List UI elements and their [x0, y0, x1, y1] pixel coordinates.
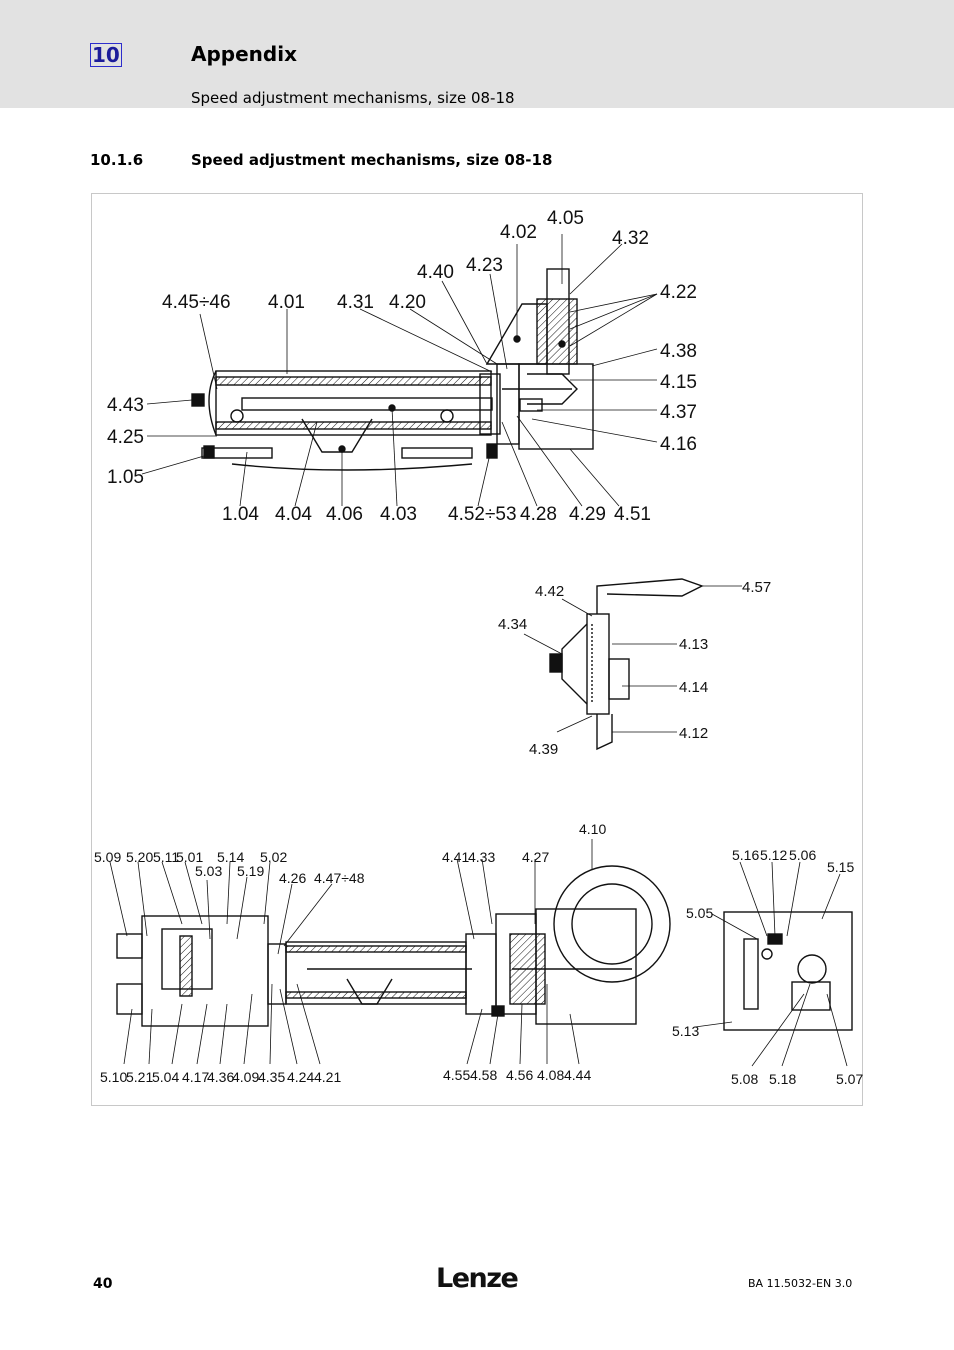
header-band	[0, 0, 954, 108]
part-label: 5.13	[672, 1023, 699, 1039]
section-number: 10.1.6	[90, 151, 144, 169]
part-label: 4.09	[232, 1069, 259, 1085]
handwheel-drawing	[549, 578, 704, 751]
part-label: 4.06	[326, 504, 363, 525]
part-label: 4.42	[535, 583, 564, 600]
part-label: 5.11	[153, 849, 179, 865]
part-label: 4.29	[569, 504, 606, 525]
part-label: 4.40	[417, 262, 454, 283]
part-label: 4.45÷46	[162, 292, 231, 313]
part-label: 4.12	[679, 725, 708, 742]
part-label: 5.08	[731, 1071, 758, 1087]
page-number: 40	[93, 1276, 113, 1292]
part-label: 5.01	[176, 849, 203, 865]
chapter-title: Appendix	[191, 42, 297, 66]
part-label: 5.03	[195, 863, 222, 879]
part-label: 4.31	[337, 292, 374, 313]
part-label: 4.28	[520, 504, 557, 525]
part-label: 4.01	[268, 292, 305, 313]
bottom-assembly-drawing	[116, 865, 853, 1031]
part-label: 4.02	[500, 222, 537, 243]
part-label: 4.41	[442, 849, 469, 865]
part-label: 4.34	[498, 616, 527, 633]
part-label: 5.16	[732, 847, 759, 863]
part-label: 4.21	[314, 1069, 341, 1085]
part-label: 5.21	[126, 1069, 153, 1085]
part-label: 4.20	[389, 292, 426, 313]
drawing-canvas: 4.05 4.02 4.32 4.23 4.40 4.22 4.45÷46 4.01 4.31 4…	[94, 208, 863, 1087]
part-label: 5.04	[152, 1069, 179, 1085]
part-label: 4.39	[529, 741, 558, 758]
part-label: 4.25	[107, 427, 144, 448]
lenze-logo: Lenze	[436, 1263, 519, 1294]
part-label: 4.04	[275, 504, 312, 525]
part-label: 4.05	[547, 208, 584, 229]
part-label: 4.56	[506, 1067, 533, 1083]
part-label: 4.22	[660, 282, 697, 303]
part-label: 5.18	[769, 1071, 796, 1087]
part-label: 4.08	[537, 1067, 564, 1083]
part-label: 5.15	[827, 859, 854, 875]
part-label: 5.20	[126, 849, 153, 865]
part-label: 4.26	[279, 870, 306, 886]
part-label: 4.37	[660, 402, 697, 423]
section-title: Speed adjustment mechanisms, size 08-18	[191, 151, 553, 169]
part-label: 4.38	[660, 341, 697, 362]
part-label: 4.58	[470, 1067, 497, 1083]
part-label: 5.05	[686, 905, 713, 921]
technical-drawing-figure: 4.05 4.02 4.32 4.23 4.40 4.22 4.45÷46 4.01 4.31 4…	[91, 193, 863, 1106]
top-leader-lines	[141, 234, 658, 507]
part-label: 4.16	[660, 434, 697, 455]
part-label: 4.57	[742, 579, 771, 596]
part-label: 4.36	[207, 1069, 234, 1085]
part-label: 4.43	[107, 395, 144, 416]
chapter-number-link[interactable]: 10	[90, 43, 122, 67]
part-label: 4.44	[564, 1067, 591, 1083]
part-label: 4.55	[443, 1067, 470, 1083]
part-label: 1.04	[222, 504, 259, 525]
part-label: 1.05	[107, 467, 144, 488]
top-assembly-drawing	[191, 268, 594, 471]
part-label: 4.15	[660, 372, 697, 393]
part-label: 4.14	[679, 679, 708, 696]
part-label: 4.32	[612, 228, 649, 249]
part-label: 4.13	[679, 636, 708, 653]
part-label: 4.47÷48	[314, 870, 365, 886]
figure-labels: 4.05 4.02 4.32 4.23 4.40 4.22 4.45÷46 4.01 4.31 4…	[94, 208, 863, 1087]
bottom-leader-lines	[109, 839, 848, 1067]
part-label: 4.23	[466, 255, 503, 276]
part-label: 4.27	[522, 849, 549, 865]
part-label: 5.07	[836, 1071, 863, 1087]
part-label: 5.09	[94, 849, 121, 865]
part-label: 4.03	[380, 504, 417, 525]
part-label: 5.02	[260, 849, 287, 865]
part-label: 5.19	[237, 863, 264, 879]
part-label: 4.35	[258, 1069, 285, 1085]
document-id: BA 11.5032-EN 3.0	[748, 1277, 853, 1290]
part-label: 5.12	[760, 847, 787, 863]
part-label: 4.10	[579, 821, 606, 837]
part-label: 5.10	[100, 1069, 127, 1085]
part-label: 4.33	[468, 849, 495, 865]
part-label: 4.17	[182, 1069, 209, 1085]
part-label: 4.51	[614, 504, 651, 525]
handwheel-leader-lines	[523, 585, 742, 733]
part-label: 5.06	[789, 847, 816, 863]
part-label: 4.52÷53	[448, 504, 517, 525]
part-label: 4.24	[287, 1069, 314, 1085]
part-label: 5.14	[217, 849, 244, 865]
chapter-subtitle: Speed adjustment mechanisms, size 08-18	[191, 89, 515, 107]
